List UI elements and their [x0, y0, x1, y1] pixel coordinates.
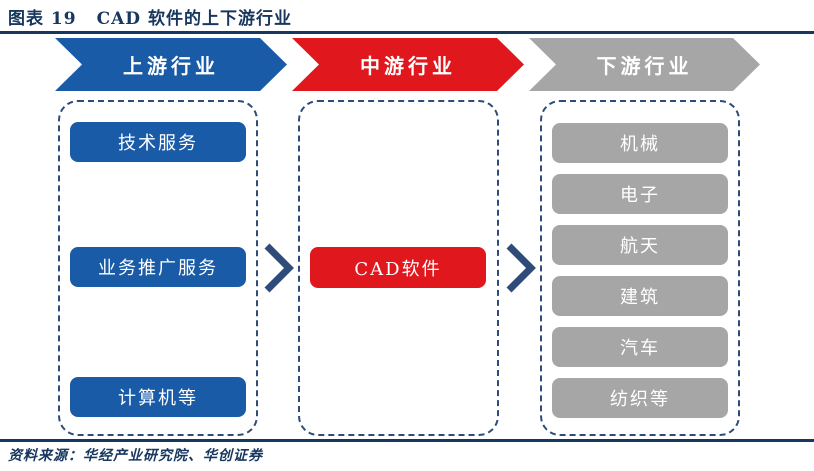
upstream-column: 技术服务 业务推广服务 计算机等: [58, 100, 258, 436]
downstream-node-machinery: 机械: [552, 123, 728, 163]
source-text: 华经产业研究院、华创证券: [83, 448, 263, 464]
stage-header-midstream-label: 中游行业: [360, 54, 456, 78]
footer-divider: [0, 439, 814, 442]
upstream-node-computers: 计算机等: [70, 377, 246, 417]
midstream-node-label: CAD软件: [354, 258, 442, 280]
downstream-node-label: 机械: [620, 134, 660, 155]
stage-header-downstream-label: 下游行业: [596, 54, 693, 78]
midstream-column: CAD软件: [298, 100, 499, 436]
downstream-node-label: 电子: [620, 185, 660, 206]
figure-number-label: 图表 19: [8, 9, 77, 29]
downstream-node-label: 汽车: [620, 338, 660, 359]
upstream-node-technical-services: 技术服务: [70, 122, 246, 162]
double-chevron-right-icon: [264, 243, 294, 293]
midstream-node-cad-software: CAD软件: [310, 247, 486, 288]
stage-header-midstream: 中游行业: [292, 38, 524, 91]
source-label: 资料来源：: [8, 448, 83, 464]
downstream-node-label: 建筑: [620, 287, 660, 308]
title-divider: [0, 31, 814, 34]
upstream-node-label: 技术服务: [118, 133, 198, 154]
downstream-node-construction: 建筑: [552, 276, 728, 316]
downstream-node-label: 航天: [620, 236, 660, 257]
upstream-node-business-promotion: 业务推广服务: [70, 247, 246, 287]
downstream-node-aerospace: 航天: [552, 225, 728, 265]
stage-header-downstream: 下游行业: [529, 38, 760, 91]
upstream-node-label: 业务推广服务: [98, 258, 218, 279]
downstream-node-textiles: 纺织等: [552, 378, 728, 418]
downstream-column: 机械 电子 航天 建筑 汽车 纺织等: [540, 100, 740, 436]
figure-title: CAD 软件的上下游行业: [96, 9, 292, 29]
downstream-node-automotive: 汽车: [552, 327, 728, 367]
downstream-node-electronics: 电子: [552, 174, 728, 214]
downstream-node-label: 纺织等: [610, 389, 670, 410]
figure-title-bar: 图表 19 CAD 软件的上下游行业: [8, 4, 292, 29]
source-line: 资料来源：华经产业研究院、华创证券: [8, 445, 263, 465]
stage-header-upstream-label: 上游行业: [123, 54, 219, 78]
stage-header-upstream: 上游行业: [55, 38, 287, 91]
double-chevron-right-icon: [506, 243, 536, 293]
upstream-node-label: 计算机等: [118, 388, 198, 409]
downstream-node-list: 机械 电子 航天 建筑 汽车 纺织等: [542, 102, 738, 434]
